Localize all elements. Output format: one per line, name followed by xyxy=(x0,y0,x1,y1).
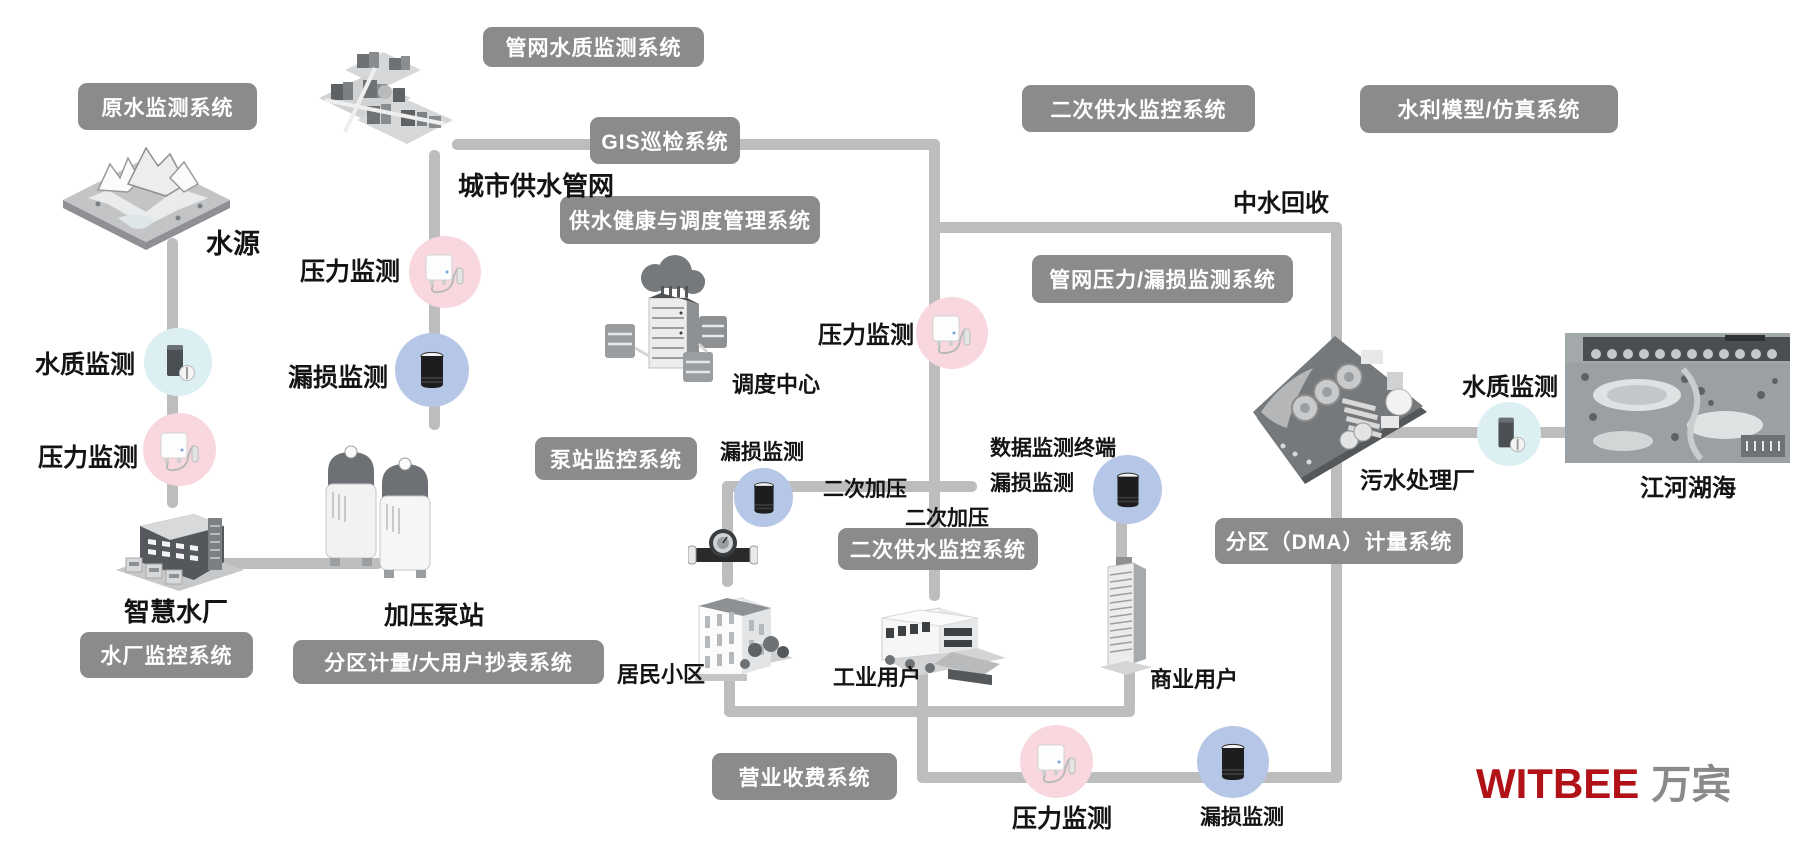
tag-leak-bottom: 漏损监测 xyxy=(1200,806,1284,829)
leak-device-icon xyxy=(1221,743,1245,780)
pipe-plant-to-river xyxy=(1336,427,1576,438)
label-secondary-supply-system-center: 二次供水监控系统 xyxy=(838,528,1038,570)
pipe-plant-to-pump xyxy=(215,558,383,569)
quality-device-icon xyxy=(167,345,195,381)
city-network-icon xyxy=(305,40,460,155)
label-plant-monitor-system: 水厂监控系统 xyxy=(80,632,253,678)
caption-reclaimed-water: 中水回收 xyxy=(1233,190,1329,217)
witbee-logo-en: WITBEE xyxy=(1476,760,1640,807)
tag-boost-lower: 二次加压 xyxy=(905,507,989,530)
pipe-dma-down xyxy=(1331,222,1342,783)
caption-industrial: 工业用户 xyxy=(833,665,922,690)
tag-leak-center: 漏损监测 xyxy=(720,441,804,464)
dispatch-center-icon xyxy=(595,252,735,384)
pressure-device-icon xyxy=(425,254,464,294)
caption-residential: 居民小区 xyxy=(617,662,706,687)
pipe-secondary-h xyxy=(722,481,977,492)
pipe-reclaim-right xyxy=(929,222,1342,233)
water-meter-icon xyxy=(688,526,758,574)
leak-device-center xyxy=(734,468,793,527)
label-health-dispatch-system: 供水健康与调度管理系统 xyxy=(560,196,820,244)
pressure-device-icon xyxy=(160,432,198,471)
label-secondary-supply-system-top: 二次供水监控系统 xyxy=(1022,85,1255,132)
tag-pressure-left: 压力监测 xyxy=(38,444,139,472)
data-terminal-device xyxy=(1093,455,1162,524)
label-gis-system: GIS巡检系统 xyxy=(590,117,740,164)
label-billing-system: 营业收费系统 xyxy=(712,753,897,800)
pipe-bottom-line xyxy=(917,772,1342,783)
tag-boost-left: 二次加压 xyxy=(823,478,907,501)
pressure-device-bottom xyxy=(1020,725,1093,798)
pressure-device-left xyxy=(143,413,216,486)
pressure-device-icon xyxy=(1037,744,1075,783)
quality-device-icon xyxy=(1498,417,1526,453)
caption-sewage-plant: 污水处理厂 xyxy=(1360,467,1475,493)
witbee-logo-cn: 万宾 xyxy=(1651,763,1732,807)
witbee-logo: WITBEE 万宾 xyxy=(1476,752,1731,810)
label-raw-water-system: 原水监测系统 xyxy=(78,83,257,130)
tag-water-quality-right: 水质监测 xyxy=(1462,374,1558,401)
label-dma-metering-system: 分区（DMA）计量系统 xyxy=(1215,518,1463,564)
pipe-industrial-down xyxy=(917,618,928,780)
leak-device-icon xyxy=(1116,472,1139,507)
residential-icon xyxy=(685,580,795,692)
commercial-icon xyxy=(1092,555,1160,677)
pressure-device-right xyxy=(916,297,988,369)
label-pump-station-system: 泵站监控系统 xyxy=(535,437,697,480)
pressure-device-icon xyxy=(932,315,971,355)
caption-city-network: 城市供水管网 xyxy=(458,171,615,201)
caption-pump-station: 加压泵站 xyxy=(384,602,485,630)
label-zone-metering-system: 分区计量/大用户抄表系统 xyxy=(293,640,604,684)
water-quality-device-right xyxy=(1477,402,1541,466)
leak-device-icon xyxy=(420,351,444,388)
caption-dispatch-center: 调度中心 xyxy=(732,372,821,397)
tag-pressure-bottom: 压力监测 xyxy=(1012,805,1113,833)
label-hydraulic-model-system: 水利模型/仿真系统 xyxy=(1360,85,1618,133)
label-pipe-pressure-leak-system: 管网压力/漏损监测系统 xyxy=(1032,255,1293,303)
rivers-lakes-icon xyxy=(1565,333,1790,463)
pipe-residential-stub xyxy=(724,676,735,712)
pipe-users-line xyxy=(724,706,1135,717)
pipe-commercial-stub xyxy=(1124,664,1135,712)
industrial-icon xyxy=(856,592,1014,687)
pipe-main-down xyxy=(929,139,940,601)
tag-leak-mid: 漏损监测 xyxy=(288,364,389,392)
tag-data-terminal-leak: 漏损监测 xyxy=(990,472,1074,495)
caption-water-source: 水源 xyxy=(206,229,260,259)
tag-water-quality-left: 水质监测 xyxy=(35,351,136,379)
tag-pressure-mid: 压力监测 xyxy=(300,258,401,286)
leak-device-bottom xyxy=(1197,726,1269,798)
label-pipe-quality-system: 管网水质监测系统 xyxy=(483,27,704,67)
water-source-icon xyxy=(58,118,235,256)
leak-device-icon xyxy=(753,481,774,514)
caption-rivers-lakes: 江河湖海 xyxy=(1640,475,1736,502)
pipe-terminal-down xyxy=(1116,518,1127,564)
leak-device-mid xyxy=(395,333,469,407)
pressure-device-mid xyxy=(409,236,481,308)
tag-data-terminal: 数据监测终端 xyxy=(990,437,1116,460)
pump-station-icon xyxy=(318,422,440,590)
sewage-plant-icon xyxy=(1243,320,1435,492)
water-quality-device-left xyxy=(144,328,212,396)
tag-pressure-right: 压力监测 xyxy=(818,322,914,349)
caption-smart-plant: 智慧水厂 xyxy=(124,597,229,627)
caption-commercial: 商业用户 xyxy=(1150,667,1239,692)
smart-plant-icon xyxy=(112,496,247,593)
